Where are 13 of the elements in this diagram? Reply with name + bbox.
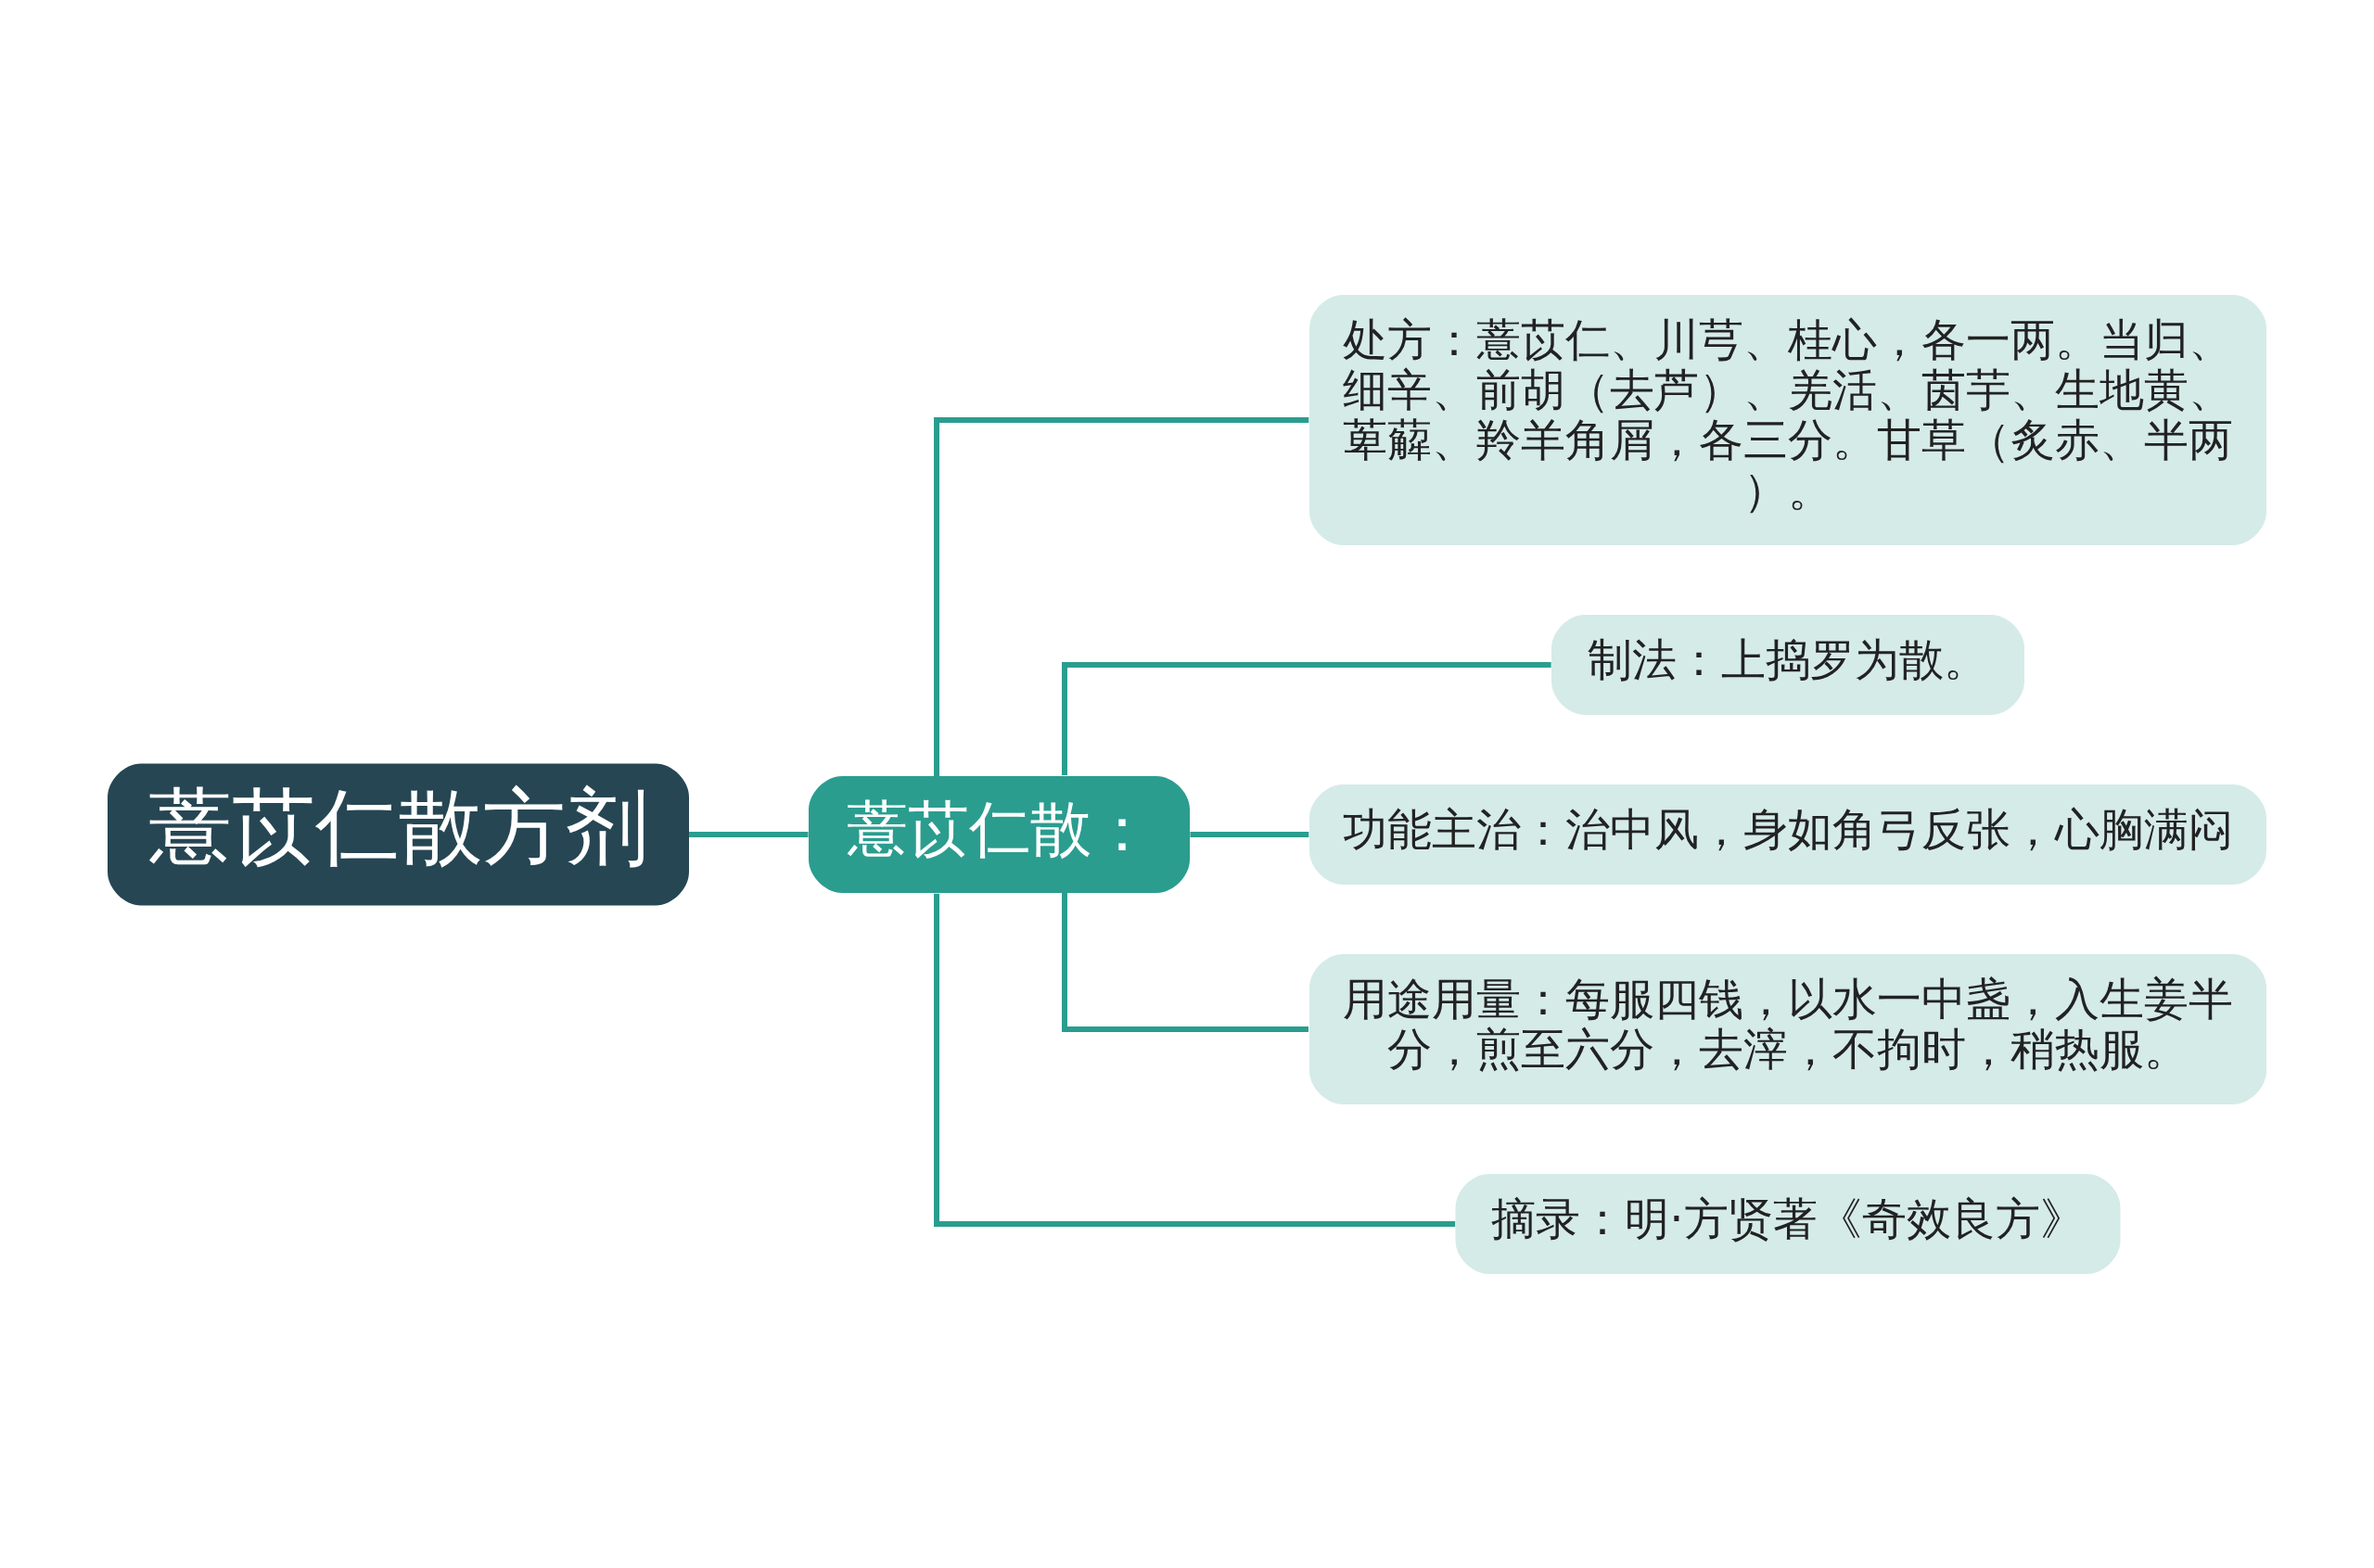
node-box: 处方：薏苡仁、川芎、桂心，各一两。当归、细辛、前胡（去芦）、羌活、茵芋、生地黄、萆薢、羚羊角屑，各三分。甘草（炙赤、半两）。 <box>1309 294 2266 545</box>
connector <box>934 416 1309 776</box>
connector <box>1062 661 1551 775</box>
node-box: 薏苡仁散： <box>809 775 1190 893</box>
node-box: 摘录：明·方贤著《奇效良方》 <box>1455 1173 2121 1274</box>
connector <box>1190 831 1309 837</box>
node-box: 制法：上捣罗为散。 <box>1551 614 2024 715</box>
connector <box>1062 892 1308 1032</box>
node-box: 功能主治：治中风，身如角弓反张，心胸满闷 <box>1309 784 2266 885</box>
connector <box>934 893 1456 1227</box>
node-box: 薏苡仁散方剂 <box>108 763 689 905</box>
connector <box>689 831 809 837</box>
node-box: 用途用量：每服四钱，以水一中盏，入生姜半分，煎至六分，去滓，不拘时，稍热服。 <box>1309 953 2266 1104</box>
